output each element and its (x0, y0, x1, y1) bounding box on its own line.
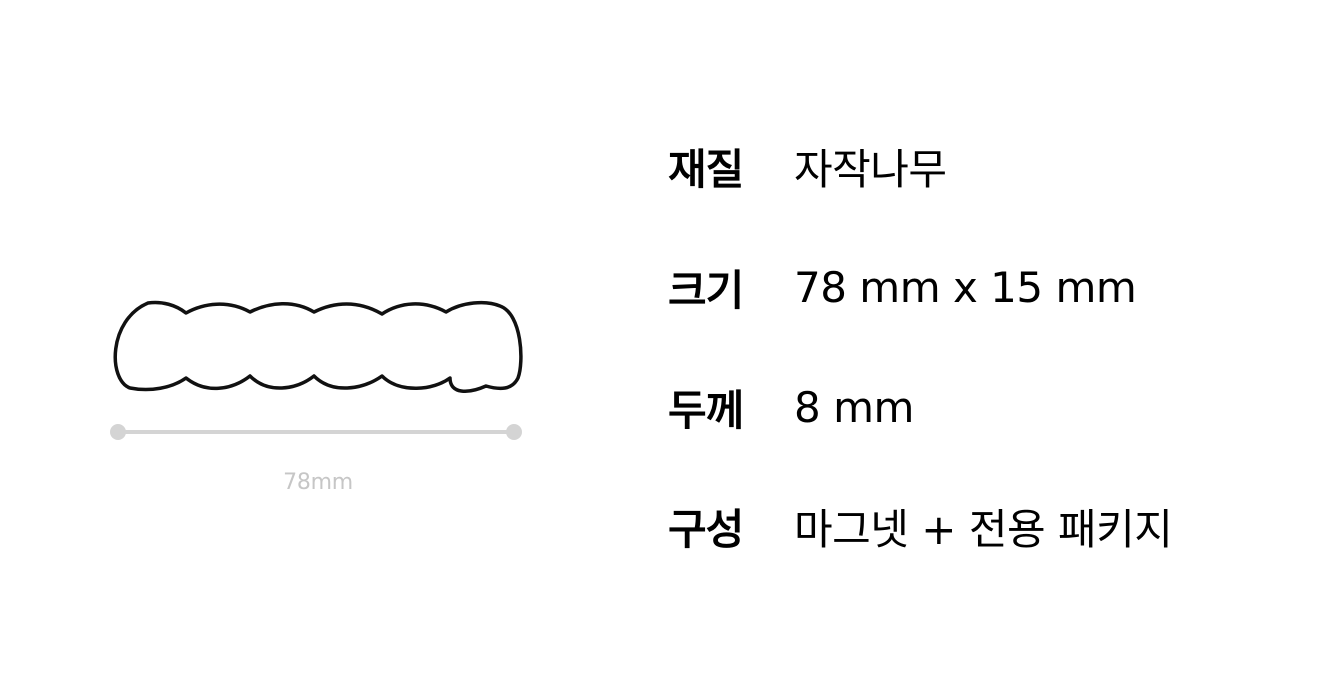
spec-label: 구성 (668, 504, 744, 554)
spec-row-size: 크기 78 mm x 15 mm (668, 257, 1137, 317)
spec-label: 두께 (668, 385, 744, 435)
spec-row-thickness: 두께 8 mm (668, 377, 914, 437)
spec-value: 8 mm (794, 382, 914, 432)
spec-row-composition: 구성 마그넷 + 전용 패키지 (668, 496, 1173, 556)
spec-label: 재질 (668, 144, 744, 194)
magnet-outline-shape (113, 300, 523, 393)
dimension-endpoint-right (506, 424, 522, 440)
product-diagram: 78mm (100, 290, 540, 520)
spec-value: 자작나무 (794, 144, 947, 194)
width-dimension-label: 78mm (283, 470, 353, 495)
spec-value: 78 mm x 15 mm (794, 262, 1137, 312)
dimension-endpoint-left (110, 424, 126, 440)
spec-value: 마그넷 + 전용 패키지 (794, 504, 1173, 554)
spec-label: 크기 (668, 265, 744, 315)
spec-row-material: 재질 자작나무 (668, 136, 947, 196)
magnet-outline-diagram (110, 300, 523, 440)
